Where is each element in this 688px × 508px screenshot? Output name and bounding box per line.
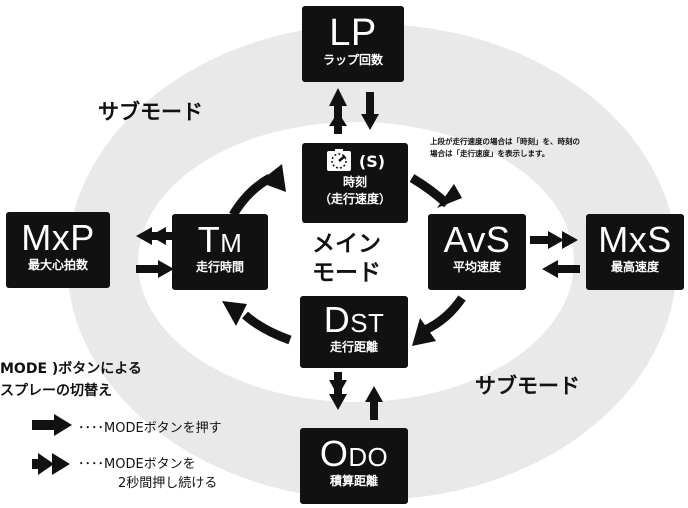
legend-title: MODE )ボタンによる スプレーの切替え [0,361,142,400]
box-main-label: MxP [21,217,95,258]
stopwatch-icon [326,149,351,171]
box-main-label: TM [197,219,243,260]
main-loop-arrowheads [222,164,462,346]
box-sub-label: 走行時間 [195,260,244,274]
arrowhead-icon [259,164,286,192]
avs-mxs-arrows [530,231,580,278]
arrow-left-icon [136,227,152,245]
arrow-left-icon [150,227,166,245]
arrow-down-icon [329,380,347,396]
box-sub-label: ラップ回数 [322,53,383,67]
box-average-speed: AvS 平均速度 [428,214,526,290]
clock-line1: 時刻 [342,175,367,189]
curve-dst-to-tm [242,311,292,345]
arrowhead-icon [437,184,462,208]
legend-item-hold: ････MODEボタンを 2秒間押し続ける [78,457,218,491]
arrow-up-icon [329,112,347,126]
arrow-right-icon [158,260,174,278]
arrow-down-icon [361,114,379,130]
arrowhead-icon [222,301,247,326]
arrowhead-icon [412,318,436,346]
box-sub-label: 平均速度 [452,260,501,274]
box-clock: (S) 時刻 （走行速度） [302,143,408,223]
sub-mode-label-top: サブモード [98,100,203,124]
box-sub-label: 最高速度 [610,260,659,274]
box-main-label: ODO [319,433,389,474]
box-main-label: MxS [598,219,672,260]
lp-clock-arrows [329,88,379,134]
arrow-right-icon [562,231,578,249]
dst-odo-arrows [329,372,383,420]
box-max-heart-rate: MxP 最大心拍数 [6,212,110,288]
box-sub-label: 積算距離 [329,474,378,488]
box-lap-count: LP ラップ回数 [302,6,404,82]
tm-mxp-arrows [136,227,174,278]
legend-item-press: ････MODEボタンを押す [78,421,222,436]
main-mode-label: メイン モード [312,231,381,286]
box-sub-label: 最大心拍数 [27,258,88,272]
arrow-up-icon [365,386,383,402]
clock-line2: （走行速度） [318,191,391,206]
box-sub-label: 走行距離 [329,340,378,354]
legend-arrows [32,414,72,475]
arrow-down-icon [329,394,347,410]
clock-suffix: (S) [358,151,386,171]
box-main-label: DST [323,299,385,340]
arrow-icon [54,414,72,436]
double-arrow-icon [38,453,54,475]
box-odometer: ODO 積算距離 [300,428,408,504]
clock-header: (S) [302,149,408,173]
clock-note: 上段が走行速度の場合は「時刻」を、時刻の 場合は「走行速度」を表示します。 [430,137,580,158]
arrow-up-icon [329,88,347,106]
box-travel-time: TM 走行時間 [172,214,268,290]
box-main-label: LP [329,12,377,54]
arrow-right-icon [548,231,564,249]
box-max-speed: MxS 最高速度 [586,214,684,290]
arrow-left-icon [542,260,558,278]
box-travel-distance: DST 走行距離 [300,296,408,368]
box-main-label: AvS [443,219,511,260]
sub-mode-label-bottom: サブモード [475,374,580,398]
curve-avs-to-dst [423,295,466,335]
